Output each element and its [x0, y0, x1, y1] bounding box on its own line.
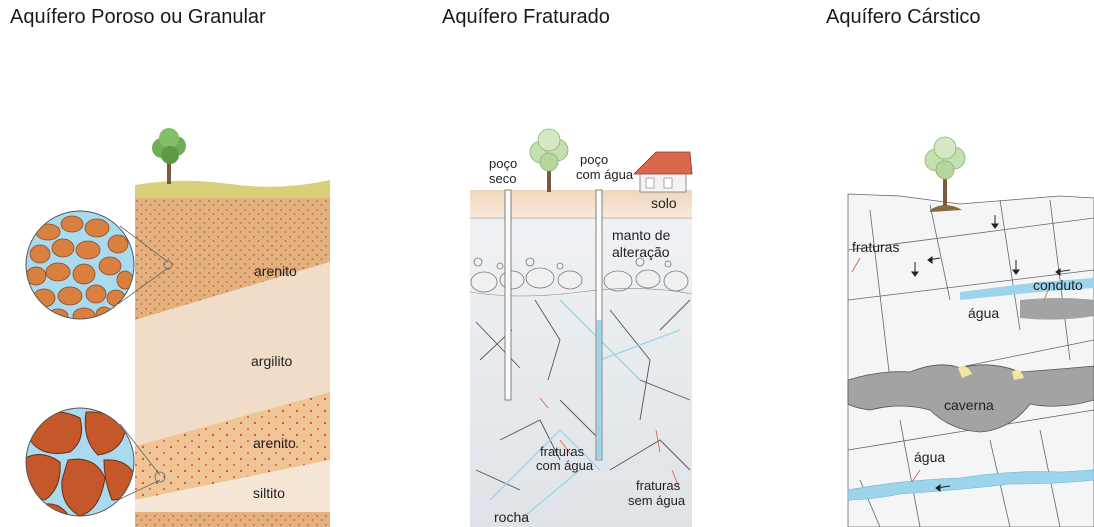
label-arenito-top: arenito — [254, 263, 297, 279]
label-siltito: siltito — [253, 485, 285, 501]
label-dry-well-1: poço — [489, 156, 517, 171]
label-dry-fractures-1: fraturas — [636, 478, 681, 493]
label-rock: rocha — [494, 509, 529, 525]
upper-water-conduit — [960, 278, 1094, 300]
house-icon — [633, 151, 693, 193]
label-cave: caverna — [944, 397, 994, 413]
karst-aquifer-diagram: fraturas conduto água caverna água — [847, 136, 1094, 527]
soil-layer — [470, 190, 692, 220]
label-dry-fractures-2: sem água — [628, 493, 686, 508]
label-water-lower: água — [914, 449, 945, 465]
label-wet-fractures-1: fraturas — [540, 444, 585, 459]
label-water-upper: água — [968, 305, 999, 321]
label-mantle-1: manto de — [612, 227, 671, 243]
flow-arrows — [911, 215, 1071, 492]
tree-icon — [152, 128, 186, 184]
title-porous-aquifer: Aquífero Poroso ou Granular — [10, 6, 266, 28]
label-wet-well-2: com água — [576, 167, 634, 182]
fractured-aquifer-diagram: poço seco poço com água solo manto de al… — [469, 128, 693, 527]
cave — [847, 364, 1094, 433]
label-argilito: argilito — [251, 353, 292, 369]
label-wet-well-1: poço — [580, 152, 608, 167]
magnified-small-grains — [25, 210, 135, 320]
label-fractures: fraturas — [852, 239, 899, 255]
layer-siltito — [135, 460, 330, 527]
tree-icon — [529, 128, 569, 192]
porous-aquifer-diagram: arenito argilito arenito siltito — [25, 128, 330, 527]
fracture-lines — [475, 299, 691, 491]
magnified-large-grains — [25, 407, 135, 517]
label-arenito-bottom: arenito — [253, 435, 296, 451]
title-fractured-aquifer: Aquífero Fraturado — [442, 6, 610, 28]
label-conduit: conduto — [1033, 277, 1083, 293]
tree-icon — [924, 136, 966, 212]
title-karst-aquifer: Aquífero Cárstico — [826, 6, 981, 28]
label-mantle-2: alteração — [612, 244, 670, 260]
dry-well — [504, 189, 512, 401]
grass-strip — [135, 180, 330, 200]
label-soil: solo — [651, 195, 677, 211]
layer-argilito — [135, 262, 330, 446]
lower-water — [847, 469, 1094, 501]
label-wet-fractures-2: com água — [536, 458, 594, 473]
label-dry-well-2: seco — [489, 171, 516, 186]
